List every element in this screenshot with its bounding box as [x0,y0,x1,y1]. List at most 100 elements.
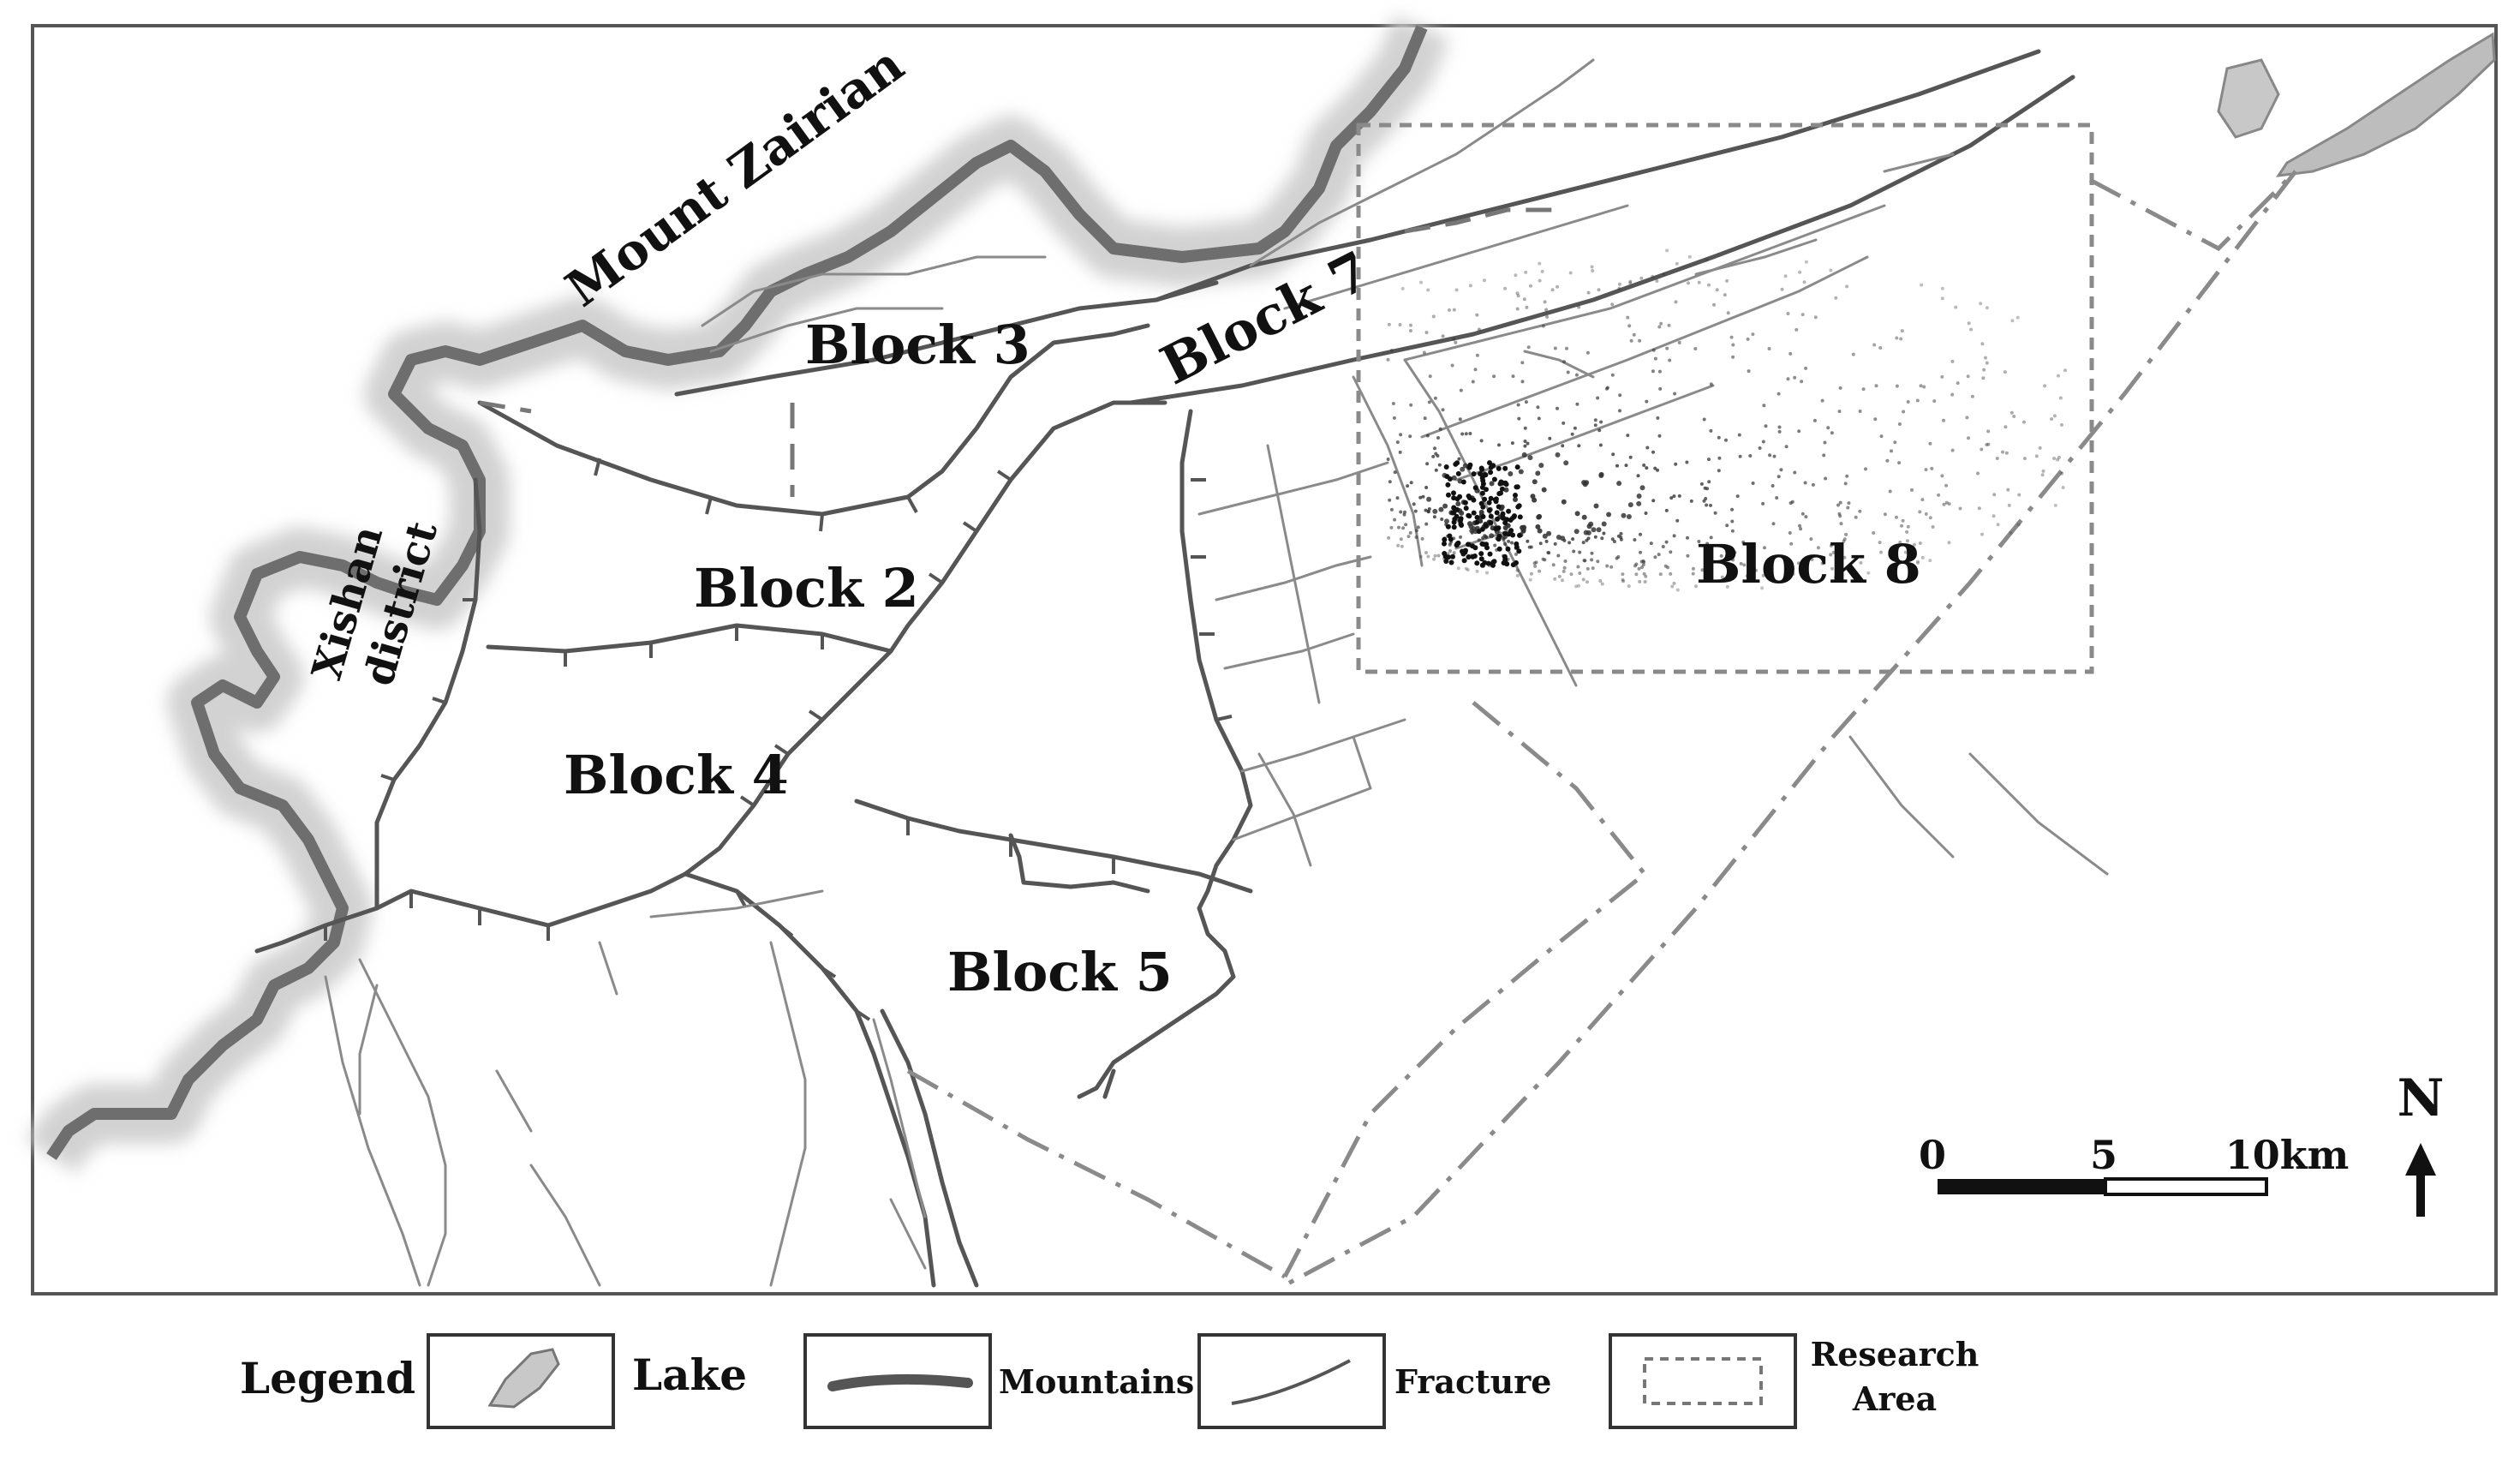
stipple-dot [1986,429,1991,434]
stipple-dot [1446,492,1451,498]
stipple-dot [1522,297,1526,302]
stipple-dot [1842,555,1847,559]
stipple-dot [1388,480,1392,484]
stipple-dot [1651,369,1655,374]
stipple-dot [1784,445,1788,449]
stipple-dot [1520,380,1525,384]
stipple-dot [1593,535,1597,539]
stipple-dot [1715,288,1719,292]
stipple-dot [1506,531,1512,537]
stipple-dot [1966,374,1970,379]
stipple-dot [1468,432,1472,435]
stipple-dot [1956,381,1960,386]
stipple-dot [1517,532,1522,538]
stipple-dot [1418,554,1423,559]
stipple-dot [1837,410,1842,414]
stipple-dot [1388,498,1392,502]
stipple-dot [1510,441,1514,446]
stipple-dot [1433,553,1437,558]
stipple-dot [1480,504,1486,510]
stipple-dot [1751,482,1755,485]
stipple-dot [1425,462,1430,466]
stipple-dot [2010,319,2015,323]
stipple-dot [1709,536,1713,540]
stipple-dot [1471,510,1477,516]
stipple-dot [1535,470,1541,476]
stipple-dot [1638,338,1642,343]
stipple-dot [1393,470,1397,475]
stipple-dot [1651,499,1656,503]
stipple-dot [1485,560,1491,566]
stipple-dot [1426,496,1432,502]
stipple-dot [1969,327,1974,332]
stipple-dot [1593,503,1599,509]
stipple-dot [1657,553,1661,557]
stipple-dot [1639,532,1642,536]
stipple-dot [1438,506,1444,512]
stipple-dot [1985,443,1989,446]
stipple-dot [1443,559,1449,564]
stipple-dot [1947,502,1951,506]
stipple-dot [2053,503,2057,507]
stipple-dot [1488,470,1494,476]
fracture-icon [1231,1359,1351,1405]
stipple-dot [1639,485,1645,491]
lake-northeast [2217,32,2496,177]
stipple-dot [1458,417,1462,422]
stipple-dot [2057,374,2060,378]
stipple-dot [1893,440,1897,445]
stipple-dot [1752,559,1756,563]
stipple-dot [1575,402,1579,406]
stipple-dot [1940,474,1944,478]
stipple-dot [1621,577,1625,582]
stipple-dot [1800,512,1805,516]
stipple-dot [1470,530,1474,535]
stipple-dot [1588,521,1594,527]
stipple-dot [1431,454,1436,458]
stipple-dot [1466,542,1471,548]
stipple-dot [1737,433,1741,437]
stipple-dot [1556,553,1561,558]
stipple-dot [1918,510,1922,514]
stipple-dot [1788,351,1793,356]
stipple-dot [1585,538,1589,542]
stipple-dot [1548,436,1552,440]
stipple-dot [1426,554,1430,559]
stipple-dot [1392,416,1396,420]
stipple-dot [1451,490,1456,496]
stipple-dot [1895,515,1898,519]
stipple-dot [1600,536,1604,541]
stipple-dot [1413,509,1418,513]
stipple-dot [1802,280,1806,284]
stipple-dot [2034,454,2039,458]
stipple-dot [1726,311,1730,315]
stipple-dot [1829,553,1833,557]
stipple-dot [1386,357,1390,362]
stipple-dot [1573,426,1577,430]
stipple-dot [1399,537,1403,542]
stipple-dot [1906,524,1910,529]
stipple-dot [1489,481,1495,487]
stipple-dot [1738,454,1742,458]
stipple-dot [1491,559,1497,565]
stipple-dot [1563,460,1569,466]
stipple-dot [1471,380,1475,384]
stipple-dot [1674,300,1678,304]
legend-mountains-label: Mountains [999,1362,1194,1401]
stipple-dot [2040,473,2045,477]
stipple-dot [1502,465,1508,471]
stipple-dot [1562,421,1566,425]
stipple-dot [1516,294,1520,298]
stipple-dot [1510,541,1514,545]
stipple-dot [1728,570,1732,574]
stipple-dot [1396,543,1400,548]
label-block-5: Block 5 [947,941,1173,1003]
stipple-dot [1606,512,1612,518]
stipple-dot [1874,384,1878,388]
stipple-dot [1527,455,1533,461]
stipple-dot [1793,375,1797,380]
stipple-dot [1720,575,1724,579]
stipple-dot [1741,540,1746,544]
stipple-dot [2003,425,2008,429]
stipple-dot [1670,584,1675,589]
